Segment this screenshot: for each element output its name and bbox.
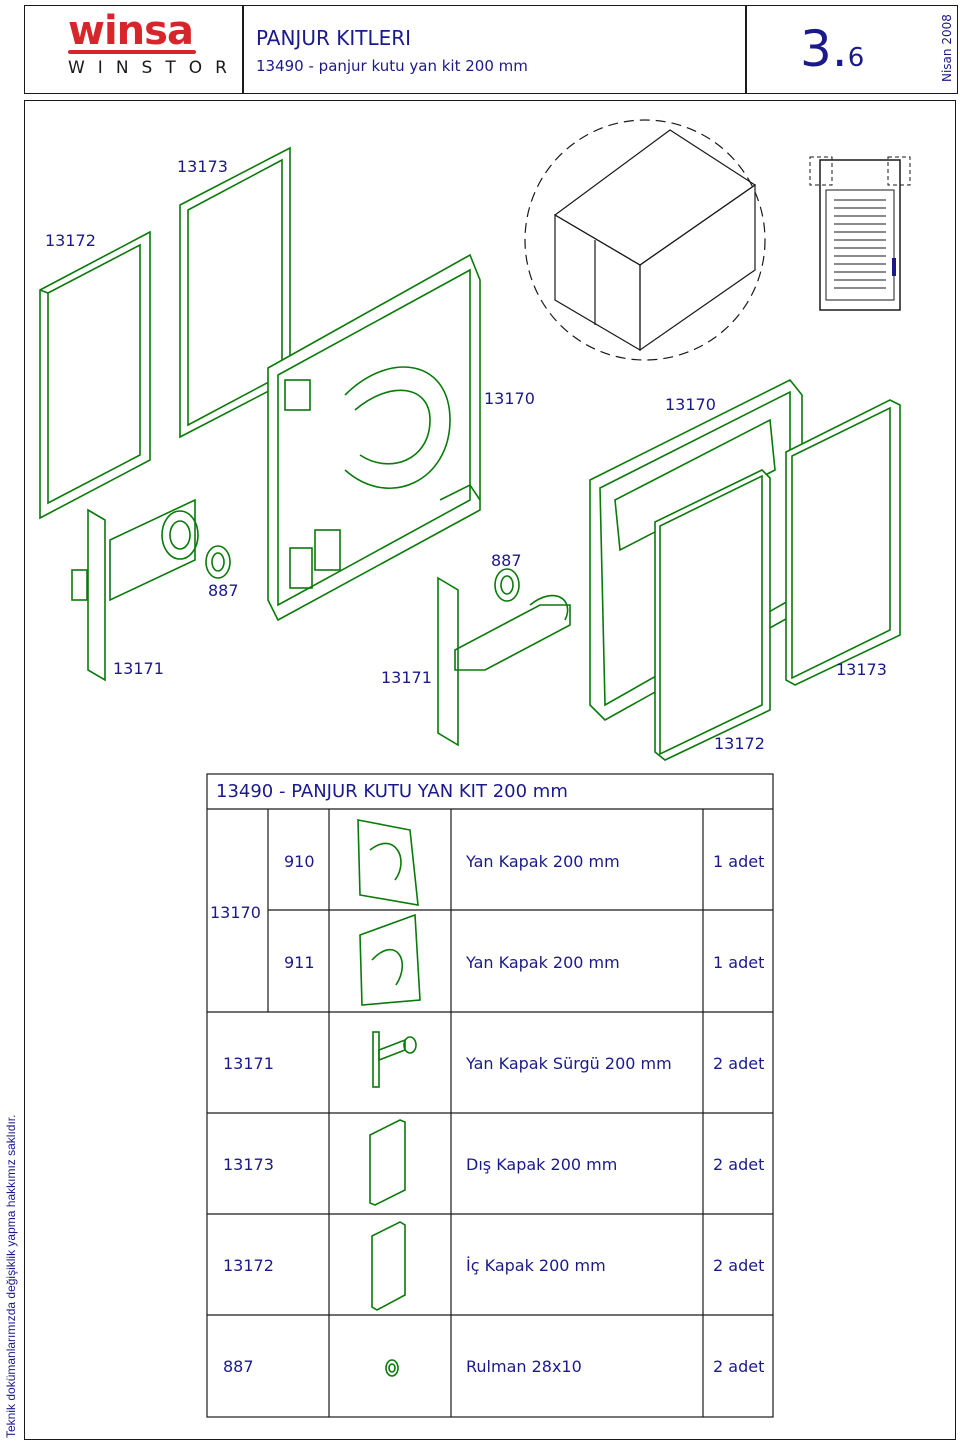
part-887-left [205,545,231,579]
row-desc: Dış Kapak 200 mm [466,1155,618,1174]
page-number-major: 3. [800,20,848,78]
thumb-13172 [371,1221,406,1311]
row-qty: 2 adet [713,1256,765,1275]
row-qty: 2 adet [713,1357,765,1376]
label-13171-center: 13171 [381,668,432,687]
part-13171-center [437,576,571,747]
thumb-911 [359,913,421,1006]
label-13171-left: 13171 [113,659,164,678]
row-qty: 1 adet [713,953,765,972]
label-13170-center: 13170 [484,389,535,408]
part-887-center [494,568,520,602]
window-detail-view [809,156,911,311]
row-desc: Yan Kapak 200 mm [466,852,620,871]
label-13172-bottom: 13172 [714,734,765,753]
row-code: 910 [284,852,315,871]
part-13171-left [71,498,199,682]
group-code: 13170 [210,903,261,922]
part-13173-right [785,399,901,686]
thumb-910 [357,819,419,906]
row-code: 13173 [223,1155,274,1174]
page-title: PANJUR KITLERI [256,26,412,50]
row-code: 13171 [223,1054,274,1073]
logo-swoosh [68,50,196,54]
label-13173-top: 13173 [177,157,228,176]
row-code: 911 [284,953,315,972]
part-13172-right [654,469,771,761]
header-frame [24,5,958,94]
logo-winsa: winsa [68,8,194,54]
label-13173-right: 13173 [836,660,887,679]
label-13170-right: 13170 [665,395,716,414]
exploded-drawing [39,119,911,761]
page-number: 3.6 [800,20,864,78]
label-13172-left: 13172 [45,231,96,250]
row-desc: İç Kapak 200 mm [466,1256,606,1275]
table-title: 13490 - PANJUR KUTU YAN KIT 200 mm [216,781,568,802]
label-887-center: 887 [491,551,522,570]
thumb-13171 [372,1031,417,1088]
thumb-13173 [369,1119,406,1206]
row-desc: Yan Kapak 200 mm [466,953,620,972]
header-divider-2 [745,5,747,93]
row-desc: Rulman 28x10 [466,1357,582,1376]
row-code: 13172 [223,1256,274,1275]
row-desc: Yan Kapak Sürgü 200 mm [466,1054,672,1073]
main-frame [24,100,956,1440]
part-13172-left [39,230,151,520]
row-code: 887 [223,1357,254,1376]
page-subtitle: 13490 - panjur kutu yan kit 200 mm [256,57,528,75]
row-qty: 2 adet [713,1054,765,1073]
row-qty: 2 adet [713,1155,765,1174]
part-13170-left [267,253,481,622]
logo-winstor: WINSTOR [68,58,240,78]
page-number-minor: 6 [847,43,865,73]
header-divider-1 [242,5,244,93]
box-detail-view [524,119,766,361]
label-887-left: 887 [208,581,239,600]
row-qty: 1 adet [713,852,765,871]
thumb-887 [385,1359,399,1377]
